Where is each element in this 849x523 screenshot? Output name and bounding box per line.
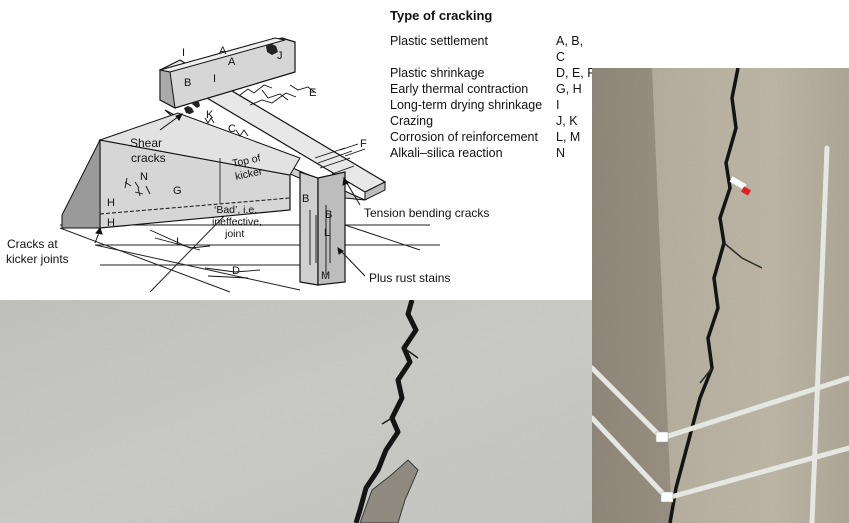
letter-B-column: B [302, 193, 309, 205]
label-top-of-kicker-2: kicker [234, 165, 264, 183]
letter-D: D [232, 265, 240, 277]
legend-type: Corrosion of reinforcement [390, 130, 538, 144]
column-side [317, 171, 346, 286]
letter-I-wall: I [213, 73, 216, 85]
legend-row: Crazing J, K [390, 113, 595, 129]
label-top-of-kicker-1: Top of [231, 152, 262, 170]
column-crack-branch [699, 242, 763, 384]
letter-H-lower: H [107, 217, 115, 229]
kicker-joint-line [99, 197, 291, 215]
letter-J: J [277, 50, 283, 62]
callout-labels: Shear cracks Top of kicker ‘Bad’, i.e. i… [6, 136, 489, 285]
legend-row: Alkali–silica reaction N [390, 145, 595, 161]
upstand-wall-side [159, 69, 176, 109]
letter-A-wall: A [228, 56, 236, 68]
legend-codes: D, E, F [556, 66, 595, 80]
legend-type: Early thermal contraction [390, 82, 529, 96]
legend-row: Corrosion of reinforcement L, M [390, 129, 595, 145]
wall-texture [0, 300, 592, 523]
retaining-wall-side [61, 139, 101, 229]
ground-grid [59, 209, 440, 293]
cracked-column-photo [592, 68, 849, 523]
letter-F: F [360, 138, 367, 150]
letter-H-upper: H [107, 197, 115, 209]
legend-row: Early thermal contraction G, H [390, 81, 595, 97]
crack-gauge-tag-red [741, 186, 751, 196]
label-bad-joint-2: ineffective, [212, 216, 262, 228]
crack-marks [124, 84, 366, 279]
label-shear-cracks-1: Shear [130, 136, 162, 150]
letter-M: M [321, 270, 330, 282]
legend-type: Plastic settlement [390, 34, 488, 48]
column-left-face [592, 68, 672, 523]
column-crack [668, 68, 740, 523]
label-kicker-joints-1: Cracks at [7, 237, 58, 251]
letter-A-top: A [219, 45, 227, 57]
component-letters: I A A J B I E K C F N G H H B B L I D M [107, 45, 367, 282]
wall-crack [353, 300, 419, 523]
label-kicker-joints-2: kicker joints [6, 252, 69, 266]
legend-type: Plastic shrinkage [390, 66, 485, 80]
crack-gauge-tag [729, 176, 747, 190]
pipe-clips [655, 431, 674, 503]
legend-row: Plastic shrinkage D, E, F [390, 65, 595, 81]
legend-type: Crazing [390, 114, 434, 128]
letter-L: L [324, 227, 330, 239]
letter-N: N [140, 171, 148, 183]
wall-crack-branch [381, 347, 419, 425]
letter-K: K [206, 109, 214, 121]
letter-E: E [309, 87, 316, 99]
legend-type: Alkali–silica reaction [390, 146, 503, 160]
crazing-marks [184, 44, 278, 114]
legend-title: Type of cracking [390, 8, 493, 23]
label-bad-joint-3: joint [224, 228, 244, 240]
letter-B-column-side: B [325, 209, 332, 221]
column-front [299, 171, 319, 286]
cracking-legend: Type of cracking Plastic settlement A, B… [390, 8, 595, 161]
legend-row: Plastic settlement A, B, C [390, 33, 595, 65]
wall-crack-spall [359, 459, 419, 523]
legend-codes: L, M [556, 130, 581, 144]
legend-row: Long-term drying shrinkage I [390, 97, 595, 113]
legend-codes: N [556, 146, 566, 160]
letter-G: G [173, 185, 182, 197]
cracked-wall-photo [0, 300, 592, 523]
label-shear-cracks-2: cracks [131, 151, 166, 165]
letter-I-ground: I [176, 236, 179, 248]
legend-type: Long-term drying shrinkage [390, 98, 543, 112]
legend-codes: G, H [556, 82, 582, 96]
slab-edge [364, 181, 386, 201]
letter-I-top: I [182, 47, 185, 59]
legend-codes: I [556, 98, 560, 112]
letter-B-wall: B [184, 77, 191, 89]
letter-C: C [228, 123, 236, 135]
legend-codes: A, B, C [556, 34, 584, 64]
label-bad-joint-1: ‘Bad’, i.e. [214, 204, 257, 216]
label-rust-stains: Plus rust stains [369, 271, 450, 285]
retaining-wall-top [98, 112, 301, 176]
leader-arrows [94, 113, 366, 277]
legend-codes: J, K [556, 114, 578, 128]
cracking-diagram: I A A J B I E K C F N G H H B B L I D M … [6, 37, 489, 293]
label-tension-bending: Tension bending cracks [364, 206, 489, 220]
